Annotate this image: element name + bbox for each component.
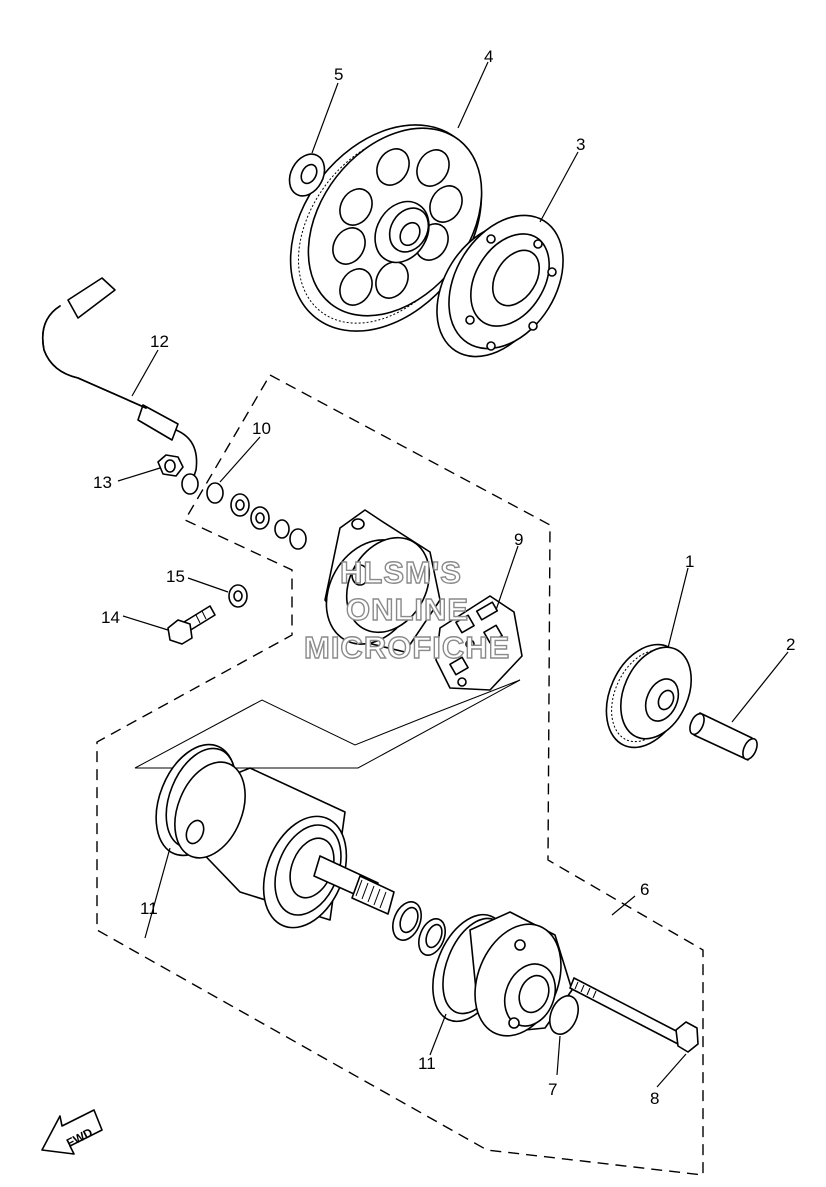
fwd-arrow-icon: FWD [41,1109,103,1155]
front-cover [469,911,573,1037]
callout-4: 4 [484,47,493,66]
assembly-boundary [96,374,704,1176]
starter-clutch-gear [289,124,483,332]
one-way-clutch [436,214,564,358]
watermark-line-1: HLSM'S [340,555,462,590]
watermark-line-3: MICROFICHE [304,630,510,665]
callout-numbers: 1 2 3 4 5 6 7 8 9 10 11 11 12 13 14 15 [93,47,795,1108]
through-bolt [569,977,699,1053]
starter-cable [41,277,199,495]
callout-12: 12 [150,332,169,351]
callout-2: 2 [786,635,795,654]
callout-6: 6 [640,880,649,899]
callout-14: 14 [101,608,120,627]
callout-15: 15 [166,567,185,586]
bolt-washer [228,584,248,608]
rear-cover [324,509,441,653]
brush-holder [435,595,523,691]
watermark-line-2: ONLINE [346,592,469,627]
front-o-ring [549,995,579,1035]
terminal-nut [157,454,184,477]
callout-10: 10 [252,419,271,438]
callout-8: 8 [650,1089,659,1108]
callout-5: 5 [334,65,343,84]
callout-13: 13 [93,473,112,492]
shaft-washers [392,901,447,956]
mounting-bolt [167,605,216,645]
callout-11-right: 11 [418,1054,436,1073]
callout-9: 9 [514,530,523,549]
armature-outline [134,679,521,769]
watermark: HLSM'S ONLINE MICROFICHE [303,554,510,665]
callout-3: 3 [576,135,585,154]
callout-1: 1 [685,552,694,571]
callout-11-left: 11 [140,899,158,918]
gear-washer [288,153,326,197]
terminal-seal-stack [206,482,307,550]
gear-shaft [689,712,758,761]
idler-gear [605,643,692,749]
leader-lines [117,61,789,1088]
motor-yoke [174,761,395,929]
callout-7: 7 [548,1080,557,1099]
